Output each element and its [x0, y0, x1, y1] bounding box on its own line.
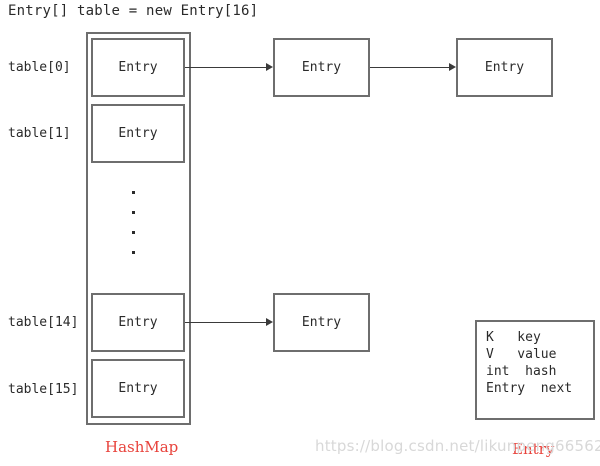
- arrowhead-icon: [266, 63, 273, 71]
- connector-slot14-to-node1: [185, 322, 267, 323]
- chain-node-1-0[interactable]: Entry: [273, 293, 370, 352]
- legend-line-key: K key: [486, 330, 541, 345]
- array-slot-0[interactable]: Entry: [91, 38, 185, 97]
- hashmap-caption: HashMap: [105, 438, 179, 456]
- array-slot-1[interactable]: Entry: [91, 104, 185, 163]
- watermark-text: https://blog.csdn.net/likunpeng6656201: [315, 437, 600, 455]
- index-label-table-1: table[1]: [8, 126, 71, 141]
- ellipsis-dot: [132, 191, 135, 194]
- array-slot-15[interactable]: Entry: [91, 359, 185, 418]
- chain-node-0-1[interactable]: Entry: [456, 38, 553, 97]
- chain-node-0-0[interactable]: Entry: [273, 38, 370, 97]
- entry-caption: Entry: [512, 440, 555, 458]
- connector-node1-to-node2: [370, 67, 450, 68]
- ellipsis-dot: [132, 251, 135, 254]
- ellipsis-dot: [132, 211, 135, 214]
- array-slot-14[interactable]: Entry: [91, 293, 185, 352]
- connector-slot0-to-node1: [185, 67, 267, 68]
- diagram-title: Entry[] table = new Entry[16]: [8, 3, 259, 19]
- legend-line-value: V value: [486, 347, 557, 362]
- index-label-table-14: table[14]: [8, 315, 79, 330]
- arrowhead-icon: [449, 63, 456, 71]
- entry-fields-legend: K key V value int hash Entry next: [475, 320, 595, 420]
- legend-line-next: Entry next: [486, 381, 573, 396]
- index-label-table-0: table[0]: [8, 60, 71, 75]
- ellipsis-dot: [132, 231, 135, 234]
- arrowhead-icon: [266, 318, 273, 326]
- legend-line-hash: int hash: [486, 364, 557, 379]
- ellipsis-dots: [129, 185, 141, 260]
- index-label-table-15: table[15]: [8, 382, 79, 397]
